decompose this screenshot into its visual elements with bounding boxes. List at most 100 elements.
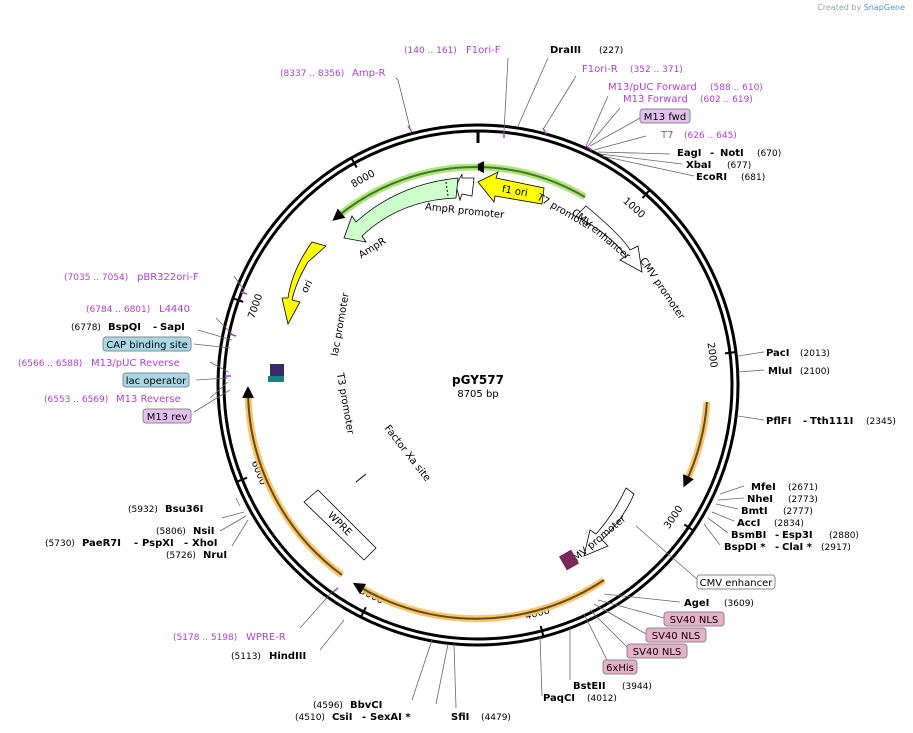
enzyme-pflfi: PflFI <box>766 416 791 427</box>
enzyme-hindiii: HindIII <box>269 651 306 662</box>
tick-label: 1000 <box>620 196 646 221</box>
cap-binding-site-box <box>102 336 192 352</box>
enzyme-bsteii: BstEII <box>573 681 606 692</box>
enzyme-mfei: MfeI <box>751 482 776 493</box>
m13-rev-box <box>142 408 192 424</box>
enzyme-paci-pos: (2013) <box>800 349 830 359</box>
enzyme-esp3i: Esp3I <box>782 530 813 541</box>
cmv-enhancer-box <box>696 574 776 590</box>
tick-label: 8000 <box>349 168 377 190</box>
tick-label: 2000 <box>705 342 719 369</box>
enzyme-pspxi: PspXI <box>142 538 174 549</box>
enzyme-bsmbi: BsmBI <box>731 530 766 541</box>
tick-mark <box>724 351 736 355</box>
primer-amp-r: Amp-R <box>352 68 386 79</box>
enzyme-agei-pos: (3609) <box>724 599 754 609</box>
tick-mark <box>350 158 358 169</box>
factor-xa-label: Factor Xa site <box>382 423 433 483</box>
enzyme-bsu36i-pos: (5932) <box>128 505 158 515</box>
primer-f1ori-f-pos: (140 .. 161) <box>404 46 457 56</box>
primer-amp-r-pos: (8337 .. 8356) <box>280 69 344 79</box>
lac-promoter-label: lac promoter <box>330 291 352 357</box>
ampr-promoter-label: AmpR promoter <box>424 202 505 221</box>
sep: - <box>710 148 714 159</box>
primer-f1ori-r: F1ori-R <box>582 64 618 75</box>
m13-rev-box-label: M13 rev <box>147 412 188 423</box>
enzyme-paer7i-pos: (5730) <box>45 539 75 549</box>
enzyme-bspdi-pos: (2917) <box>821 543 851 553</box>
primer-l4440: L4440 <box>159 304 190 315</box>
tick-mark <box>233 297 244 303</box>
orf-glow-orange-right <box>682 401 711 484</box>
cap-site-marker <box>268 376 284 382</box>
enzyme-eagi-pos: (670) <box>757 149 781 159</box>
enzyme-draiii-pos: (227) <box>599 46 623 56</box>
enzyme-bbvci-pos: (4596) <box>313 701 343 711</box>
enzyme-noti: NotI <box>720 148 744 159</box>
tick-mark <box>237 476 248 483</box>
enzyme-acci-pos: (2834) <box>774 519 804 529</box>
enzyme-eagi: EagI <box>677 148 701 159</box>
cmv-enhancer-arrow-top <box>575 205 643 273</box>
t3-promoter-label: T3 promoter <box>334 371 356 436</box>
credit-text: Created by <box>817 3 862 12</box>
primer-m13puc-fwd-pos: (588 .. 610) <box>710 83 763 93</box>
enzyme-bspqi-pos: (6778) <box>71 323 101 333</box>
primer-m13puc-fwd: M13/pUC Forward <box>608 82 697 93</box>
enzyme-bmti-pos: (2777) <box>783 507 813 517</box>
orf-arc-green-top <box>472 161 586 198</box>
f1-ori-arrow <box>477 171 545 205</box>
primer-f1ori-f: F1ori-F <box>466 45 501 56</box>
cmv-promoter-arrow-bottom <box>583 487 635 557</box>
tick-mark <box>641 189 650 199</box>
sv40-nls-label-3: SV40 NLS <box>633 647 682 658</box>
plasmid-length: 8705 bp <box>457 389 498 400</box>
lac-operator-marker <box>270 364 284 376</box>
enzyme-sexai: SexAI * <box>370 712 411 723</box>
enzyme-draiii: DraIII <box>550 45 581 56</box>
f1-ori-label: f1 ori <box>501 184 529 199</box>
nls-marker <box>558 549 580 571</box>
m13-fwd-box <box>639 108 691 124</box>
enzyme-mlui-pos: (2100) <box>800 367 830 377</box>
enzyme-sapi: SapI <box>160 322 185 333</box>
factor-xa-marker <box>355 473 367 483</box>
enzyme-mfei-pos: (2671) <box>788 483 818 493</box>
enzyme-nrui: NruI <box>203 550 227 561</box>
6xhis-box <box>602 659 638 675</box>
leader-lines <box>193 57 765 709</box>
enzyme-nhei-pos: (2773) <box>788 495 818 505</box>
enzyme-tth111i: Tth111I <box>810 416 853 427</box>
enzyme-paci: PacI <box>766 348 789 359</box>
ori-arrow <box>281 241 327 326</box>
orf-arc-orange-bottom <box>352 579 605 620</box>
enzyme-bspqi: BspQI <box>108 322 141 333</box>
m13-fwd-box-label: M13 fwd <box>644 112 686 123</box>
enzyme-sfii: SfiI <box>451 712 469 723</box>
enzyme-ecori-pos: (681) <box>741 173 765 183</box>
plasmid-name: pGY577 <box>452 373 504 387</box>
primer-pbr322ori-f-pos: (7035 .. 7054) <box>64 273 128 283</box>
orf-arc-orange-left <box>242 386 343 576</box>
enzyme-agei: AgeI <box>684 598 709 609</box>
enzyme-csii: CsiI <box>332 712 352 723</box>
enzyme-ecori: EcoRI <box>696 172 727 183</box>
orf-arc-orange-right <box>683 401 708 488</box>
backbone-outer-ring <box>216 123 740 647</box>
tick-label: 3000 <box>662 504 685 531</box>
enzyme-bmti: BmtI <box>741 506 768 517</box>
enzyme-nsii-pos: (5806) <box>156 527 186 537</box>
primer-pbr322ori-f: pBR322ori-F <box>137 272 199 283</box>
primer-m13puc-rev-pos: (6566 .. 6588) <box>18 359 82 369</box>
cmv-enhancer-label-top: CMV enhancer <box>569 207 632 263</box>
sep: - <box>134 538 138 549</box>
sv40-nls-box-1 <box>663 611 725 627</box>
primer-wpre-r: WPRE-R <box>246 632 286 643</box>
enzyme-xbai: XbaI <box>686 160 711 171</box>
enzyme-bsmbi-pos: (2880) <box>829 531 859 541</box>
enzyme-paqci-pos: (4012) <box>587 694 617 704</box>
enzyme-pflfi-pos: (2345) <box>866 417 896 427</box>
ampr-arrow <box>343 177 459 243</box>
sep: - <box>775 530 779 541</box>
enzyme-bbvci: BbvCI <box>350 700 382 711</box>
